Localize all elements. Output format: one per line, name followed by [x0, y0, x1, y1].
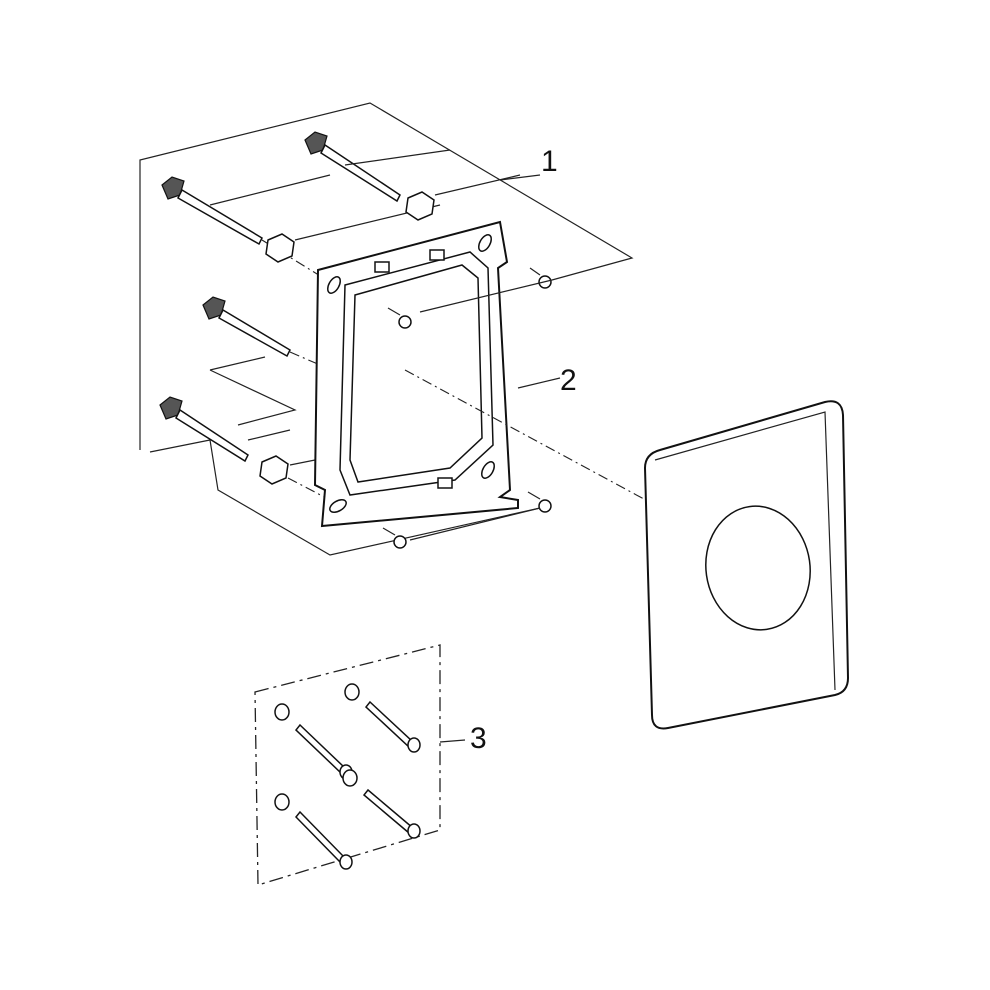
screw: [382, 527, 407, 549]
center-axis: [404, 369, 656, 506]
callout-1: 1: [541, 145, 558, 178]
cover-plate: [643, 400, 850, 730]
mounting-frame: [313, 220, 519, 528]
wall-plug: [344, 683, 421, 753]
wall-plug: [274, 703, 353, 780]
wall-plug: [274, 793, 353, 870]
wall-plug: [342, 769, 421, 839]
anchor-top-right: [304, 131, 521, 221]
screw: [387, 307, 412, 329]
leader-1: [499, 174, 541, 181]
screw: [527, 491, 552, 513]
anchor-middle-left: [202, 296, 321, 366]
callout-2: 2: [560, 364, 577, 397]
frame-screws: [382, 267, 553, 549]
leader-2: [517, 377, 561, 389]
callout-3: 3: [470, 722, 487, 755]
leader-3: [439, 739, 466, 743]
fixing-set: [254, 644, 441, 886]
